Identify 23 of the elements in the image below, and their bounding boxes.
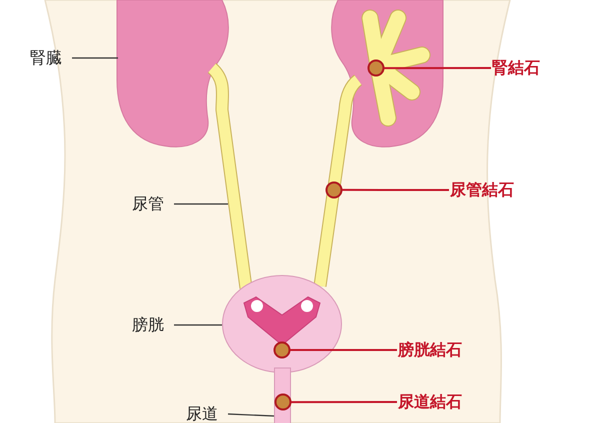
stone [273,340,291,359]
leader-line [342,188,449,191]
stone-label: 腎結石 [492,59,540,77]
stone [274,393,292,412]
leader-line [290,401,397,404]
leader-line [174,324,222,326]
stone-label: 尿道結石 [398,393,462,411]
leader-line [384,67,491,70]
stone-label: 尿管結石 [450,181,514,199]
kidney [331,0,443,148]
leader-line [290,348,397,351]
urethra-tube [274,368,291,423]
organ-label: 尿管 [132,195,164,213]
organ-label: 腎臓 [30,49,62,67]
leader-line [174,203,228,205]
leader-line [228,413,274,417]
bladder [222,275,342,373]
kidney [117,0,229,148]
organ-label: 尿道 [186,405,218,423]
stone-label: 膀胱結石 [398,341,462,359]
organ-label: 膀胱 [132,316,164,334]
leader-line [72,57,118,59]
stone [366,59,385,78]
